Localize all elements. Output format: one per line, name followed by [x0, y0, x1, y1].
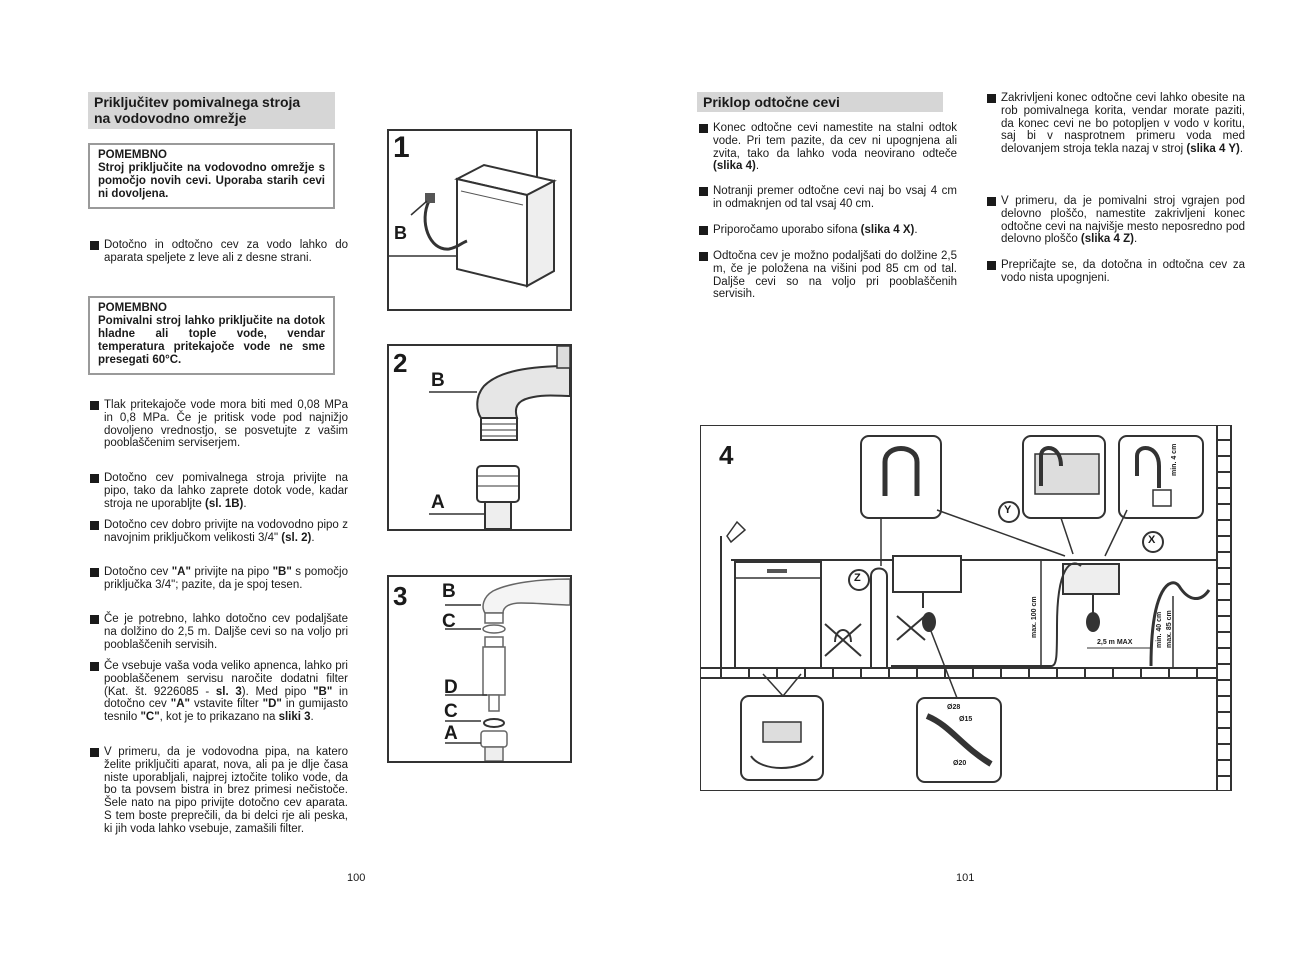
bullet-filter: Če vsebuje vaša voda veliko apnenca, lah… [90, 660, 348, 724]
label-max-85cm: max. 85 cm [1166, 610, 1173, 648]
important-note-new-hoses: POMEMBNO Stroj priključite na vodovodno … [88, 143, 335, 209]
figure-number: 3 [393, 581, 408, 611]
figure-2-drawing [429, 346, 570, 529]
note-title: POMEMBNO [98, 302, 167, 314]
bullet-built-in: V primeru, da je pomivalni stroj vgrajen… [987, 195, 1245, 246]
figure-3-drawing [445, 578, 570, 761]
bullet-drain-diameter: Notranji premer odtočne cevi naj bo vsaj… [699, 185, 957, 211]
bullet-screw-hose: Dotočno cev pomivalnega stroja privijte … [90, 472, 348, 510]
brick-wall [1216, 426, 1231, 790]
figure-4-drain-options: 4 Y Z X min. 4 cm max. 100 cm min. 40 cm… [700, 425, 1232, 791]
figure-number: 4 [719, 440, 734, 470]
heading-text: Priklop odtočne cevi [703, 94, 840, 110]
label-max-2-5m: 2,5 m MAX [1097, 639, 1133, 646]
heading-line-1: Priključitev pomivalnega stroja [94, 94, 301, 110]
label-x: X [1148, 534, 1156, 546]
label-d28: Ø28 [947, 704, 961, 711]
bullet-drain-extension: Odtočna cev je možno podaljšati do dolži… [699, 250, 957, 301]
note-text: Pomivalni stroj lahko priključite na dot… [98, 315, 325, 366]
figure-2-tap-connection: 2 B A [387, 344, 572, 531]
page-number-left: 100 [347, 872, 366, 884]
label-z: Z [854, 572, 861, 584]
figure-label-d: D [444, 677, 458, 698]
figure-label-c: C [442, 611, 456, 632]
note-text: Stroj priključite na vodovodno omrežje s… [98, 162, 325, 200]
figure-number: 1 [393, 131, 410, 164]
figure-label-b: B [442, 581, 456, 602]
label-d15: Ø15 [959, 716, 973, 723]
section-heading-water-supply: Priključitev pomivalnega stroja na vodov… [88, 92, 335, 129]
figure-3-filter-assembly: 3 B C D C A [387, 575, 572, 763]
bullet-extension: Če je potrebno, lahko dotočno cev podalj… [90, 613, 348, 651]
heading-line-2: na vodovodno omrežje [94, 110, 247, 126]
label-y: Y [1004, 504, 1012, 516]
figure-4-drawing [701, 426, 1231, 790]
bullet-hose-direction: Dotočno in odtočno cev za vodo lahko do … [90, 239, 348, 265]
crossed-siphon [824, 623, 862, 657]
label-min-40cm: min. 40 cm [1156, 611, 1163, 648]
brick-lines [1217, 439, 1231, 777]
figure-1-dishwasher-tap: 1 B [387, 129, 572, 311]
bullet-new-tap: V primeru, da je vodovodna pipa, na kate… [90, 746, 348, 836]
label-max-100cm: max. 100 cm [1031, 596, 1038, 638]
important-note-temperature: POMEMBNO Pomivalni stroj lahko priključi… [88, 296, 335, 375]
page-number-right: 101 [956, 872, 975, 884]
figure-label-a: A [431, 492, 445, 513]
label-min-4cm: min. 4 cm [1171, 443, 1178, 476]
floor [701, 667, 1217, 679]
bullet-curved-end: Zakrivljeni konec odtočne cevi lahko obe… [987, 92, 1245, 156]
bullet-hose-a-to-b: Dotočno cev "A" privijte na pipo "B" s p… [90, 566, 348, 592]
bullet-siphon: Priporočamo uporabo sifona (slika 4 X). [699, 224, 957, 237]
figure-1-drawing [389, 131, 557, 288]
bullet-drain-placement: Konec odtočne cevi namestite na stalni o… [699, 122, 957, 173]
section-heading-drain-hose: Priklop odtočne cevi [697, 92, 943, 112]
figure-label-a: A [444, 723, 458, 744]
bullet-pressure: Tlak pritekajoče vode mora biti med 0,08… [90, 399, 348, 450]
figure-label-b: B [431, 370, 445, 391]
bullet-thread-connection: Dotočno cev dobro privijte na vodovodno … [90, 519, 348, 545]
figure-number: 2 [393, 348, 408, 378]
label-d20: Ø20 [953, 760, 967, 767]
note-title: POMEMBNO [98, 149, 167, 161]
figure-label-c: C [444, 701, 458, 722]
figure-label-b: B [394, 223, 407, 243]
bullet-not-bent: Prepričajte se, da dotočna in odtočna ce… [987, 259, 1245, 285]
